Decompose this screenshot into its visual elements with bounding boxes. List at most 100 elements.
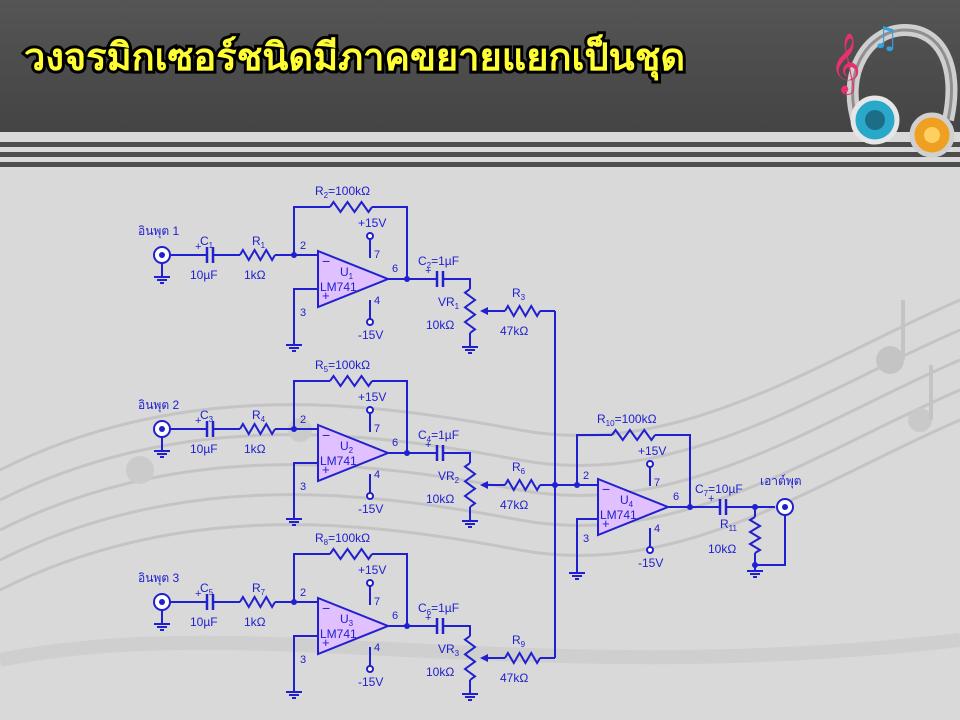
wire	[754, 515, 786, 566]
input-label: อินพุต 1	[138, 224, 179, 239]
vr-name: VR1	[438, 295, 460, 311]
res-value: 1kΩ	[244, 268, 266, 282]
supply-negative: -15V	[638, 556, 663, 570]
opamp-triangle	[597, 477, 671, 537]
pin-6: 6	[392, 610, 398, 622]
wire	[293, 553, 330, 602]
wire	[372, 380, 408, 453]
jack-pin	[159, 252, 165, 258]
cap-value: 10µF	[190, 615, 218, 629]
feedback-res-label: R2=100kΩ	[315, 184, 370, 200]
feedback-res-label: R5=100kΩ	[315, 358, 370, 374]
wire	[293, 462, 318, 519]
feedback-res-label: R8=100kΩ	[315, 531, 370, 547]
input-jack	[153, 420, 171, 458]
pin-3: 3	[300, 654, 306, 666]
pin-6: 6	[392, 437, 398, 449]
resistor	[748, 516, 762, 554]
opamp-minus: −	[322, 427, 330, 443]
supply-positive: +15V	[638, 444, 666, 458]
opamp-plus: +	[322, 635, 330, 650]
pin-6: 6	[392, 263, 398, 275]
pin-3: 3	[300, 481, 306, 493]
resistor	[463, 288, 477, 334]
cap-value: 10µF	[190, 268, 218, 282]
supply-terminal	[366, 492, 374, 500]
opamp-model: LM741	[320, 454, 357, 468]
mix-res-value: 47kΩ	[500, 498, 528, 512]
polarity-plus: +	[195, 588, 201, 600]
vr-value: 10kΩ	[426, 318, 454, 332]
jack-pin	[159, 599, 165, 605]
pin-7: 7	[654, 477, 660, 489]
mix-res-value: 47kΩ	[500, 324, 528, 338]
supply-positive: +15V	[358, 390, 386, 404]
wire	[293, 635, 318, 692]
load-res-value: 10kΩ	[708, 542, 736, 556]
opamp-name: U4	[620, 493, 634, 509]
wiper-arrow	[480, 307, 488, 315]
jack-pin	[782, 504, 788, 510]
opamp-model: LM741	[600, 508, 637, 522]
opamp-name: U3	[340, 612, 354, 628]
opamp-triangle	[317, 423, 391, 483]
polarity-plus: +	[195, 241, 201, 253]
polarity-plus: +	[425, 612, 431, 624]
polarity-plus: +	[195, 415, 201, 427]
opamp-plus: +	[602, 516, 610, 531]
mix-res-value: 47kΩ	[500, 671, 528, 685]
pin-7: 7	[374, 423, 380, 435]
svg-text:𝄞: 𝄞	[830, 33, 861, 95]
resistor	[463, 635, 477, 681]
mixer-stage: 2R10=100kΩ3−+U4LM741+15V7-15V46+C7=10µFR…	[555, 412, 802, 580]
jack-pin	[159, 426, 165, 432]
out-cap-label: C2=1µF	[418, 254, 459, 270]
wiper-arrow	[480, 654, 488, 662]
polarity-plus: +	[425, 265, 431, 277]
vr-name: VR2	[438, 469, 460, 485]
junction-dot	[404, 276, 410, 282]
supply-terminal	[366, 665, 374, 673]
output-jack	[776, 498, 794, 516]
pin-7: 7	[374, 249, 380, 261]
pin-4: 4	[374, 469, 380, 481]
supply-terminal	[366, 232, 374, 240]
junction-dot	[404, 623, 410, 629]
opamp-plus: +	[322, 462, 330, 477]
wire	[293, 380, 330, 429]
polarity-plus: +	[708, 493, 714, 505]
opamp-model: LM741	[320, 627, 357, 641]
pin-6: 6	[673, 491, 679, 503]
pin-4: 4	[374, 295, 380, 307]
wire	[576, 434, 612, 485]
polarity-plus: +	[425, 439, 431, 451]
pin-4: 4	[374, 642, 380, 654]
pin-3: 3	[300, 307, 306, 319]
resistor	[239, 422, 276, 436]
cap-name: C5	[200, 581, 214, 597]
opamp-plus: +	[322, 288, 330, 303]
wiper-arrow	[480, 481, 488, 489]
wire	[576, 518, 598, 573]
out-cap-label: C7=10µF	[695, 482, 743, 498]
opamp-triangle	[317, 596, 391, 656]
mix-res-name: R3	[512, 286, 526, 302]
resistor	[329, 547, 373, 561]
pin-4: 4	[654, 523, 660, 535]
cap-value: 10µF	[190, 442, 218, 456]
music-headphones-icon: 𝄞 ♫	[830, 21, 958, 158]
junction-dot	[687, 504, 693, 510]
wire	[455, 278, 471, 289]
svg-text:♫: ♫	[872, 21, 899, 56]
input-label: อินพุต 2	[138, 398, 179, 413]
resistor	[239, 595, 276, 609]
wire	[655, 434, 691, 507]
supply-positive: +15V	[358, 563, 386, 577]
wire	[372, 553, 408, 626]
